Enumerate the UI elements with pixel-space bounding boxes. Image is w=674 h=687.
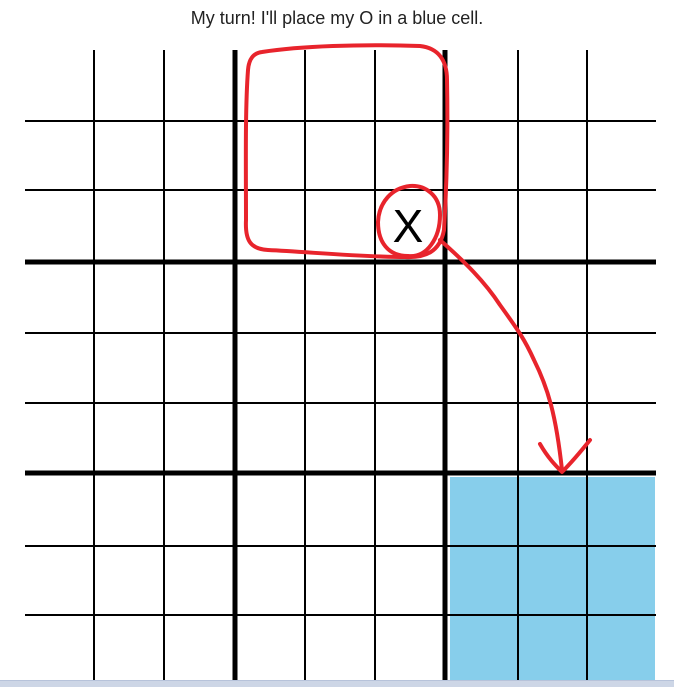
board-cell-r6-c1[interactable] [94,473,164,546]
board-cell-r1-c0[interactable] [25,121,94,190]
board-cell-r3-c7[interactable] [518,262,587,333]
board-cell-r7-c0[interactable] [25,546,94,615]
board-cell-r6-c3[interactable] [235,473,305,546]
board-cell-r2-c8[interactable] [587,190,656,262]
board-cell-r3-c1[interactable] [94,262,164,333]
board-cell-r6-c5[interactable] [375,473,445,546]
board-cell-r3-c3[interactable] [235,262,305,333]
board-cell-r3-c0[interactable] [25,262,94,333]
board-cell-r1-c8[interactable] [587,121,656,190]
board-cell-r1-c5[interactable] [375,121,445,190]
board-cell-r1-c7[interactable] [518,121,587,190]
board-cell-r7-c6[interactable] [445,546,518,615]
board-cell-r2-c2[interactable] [164,190,235,262]
board-cell-r3-c6[interactable] [445,262,518,333]
board-cell-r5-c5[interactable] [375,403,445,473]
highlighted-subboard [450,477,655,680]
board-cell-r6-c0[interactable] [25,473,94,546]
board-cell-r1-c6[interactable] [445,121,518,190]
board-cell-r0-c8[interactable] [587,50,656,121]
board-cell-r7-c4[interactable] [305,546,375,615]
board-cell-r7-c8[interactable] [587,546,656,615]
board-cell-r1-c2[interactable] [164,121,235,190]
board-cell-r3-c4[interactable] [305,262,375,333]
arrowhead-annotation [538,438,592,474]
board-cell-r6-c8[interactable] [587,473,656,546]
board-cell-r5-c2[interactable] [164,403,235,473]
board-cell-r8-c3[interactable] [235,615,305,680]
board-cell-r4-c0[interactable] [25,333,94,403]
board-cell-r4-c5[interactable] [375,333,445,403]
board-cell-r0-c5[interactable] [375,50,445,121]
window-bottom-bar [0,680,674,687]
grid-lines [25,50,656,680]
circled-cell-annotation [376,183,442,259]
board-cell-r5-c6[interactable] [445,403,518,473]
board-cell-r0-c1[interactable] [94,50,164,121]
board-cell-r8-c5[interactable] [375,615,445,680]
highlight-layer [450,477,655,680]
status-message: My turn! I'll place my O in a blue cell. [190,8,484,28]
board-cell-r7-c7[interactable] [518,546,587,615]
board-cell-r8-c6[interactable] [445,615,518,680]
board-cell-r4-c2[interactable] [164,333,235,403]
board-cell-r8-c7[interactable] [518,615,587,680]
board-cell-r1-c1[interactable] [94,121,164,190]
board-cell-r8-c1[interactable] [94,615,164,680]
board-cell-r4-c7[interactable] [518,333,587,403]
board-cell-r0-c7[interactable] [518,50,587,121]
board-cell-r8-c2[interactable] [164,615,235,680]
board-cell-r7-c3[interactable] [235,546,305,615]
arrow-annotation [438,238,564,472]
board-cell-r8-c8[interactable] [587,615,656,680]
board-cell-r8-c0[interactable] [25,615,94,680]
board-cell-r4-c3[interactable] [235,333,305,403]
board-cell-r2-c1[interactable] [94,190,164,262]
board-cell-r2-c0[interactable] [25,190,94,262]
board-cell-r8-c4[interactable] [305,615,375,680]
board-cell-r7-c5[interactable] [375,546,445,615]
board-cell-r7-c1[interactable] [94,546,164,615]
board-cell-r0-c0[interactable] [25,50,94,121]
board-cell-r4-c8[interactable] [587,333,656,403]
board-cell-r4-c6[interactable] [445,333,518,403]
board-cell-r5-c4[interactable] [305,403,375,473]
cells-layer[interactable] [25,50,656,680]
board-cell-r0-c4[interactable] [305,50,375,121]
board-cell-r2-c6[interactable] [445,190,518,262]
board-cell-r5-c1[interactable] [94,403,164,473]
board-cell-r4-c1[interactable] [94,333,164,403]
board-cell-r3-c8[interactable] [587,262,656,333]
board-cell-r6-c7[interactable] [518,473,587,546]
annotation-layer [243,43,592,474]
board-cell-r4-c4[interactable] [305,333,375,403]
board-cell-r5-c8[interactable] [587,403,656,473]
board-cell-r6-c4[interactable] [305,473,375,546]
board-cell-r6-c6[interactable] [445,473,518,546]
board-cell-r3-c2[interactable] [164,262,235,333]
board-cell-r0-c2[interactable] [164,50,235,121]
board-cell-r2-c7[interactable] [518,190,587,262]
board-cell-r1-c4[interactable] [305,121,375,190]
board-cell-r5-c3[interactable] [235,403,305,473]
board-cell-r3-c5[interactable] [375,262,445,333]
board-cell-r5-c0[interactable] [25,403,94,473]
board-cell-r7-c2[interactable] [164,546,235,615]
board-cell-r0-c6[interactable] [445,50,518,121]
cell-mark-x: X [393,200,424,252]
board-cell-r6-c2[interactable] [164,473,235,546]
marks-layer: X [393,200,424,252]
